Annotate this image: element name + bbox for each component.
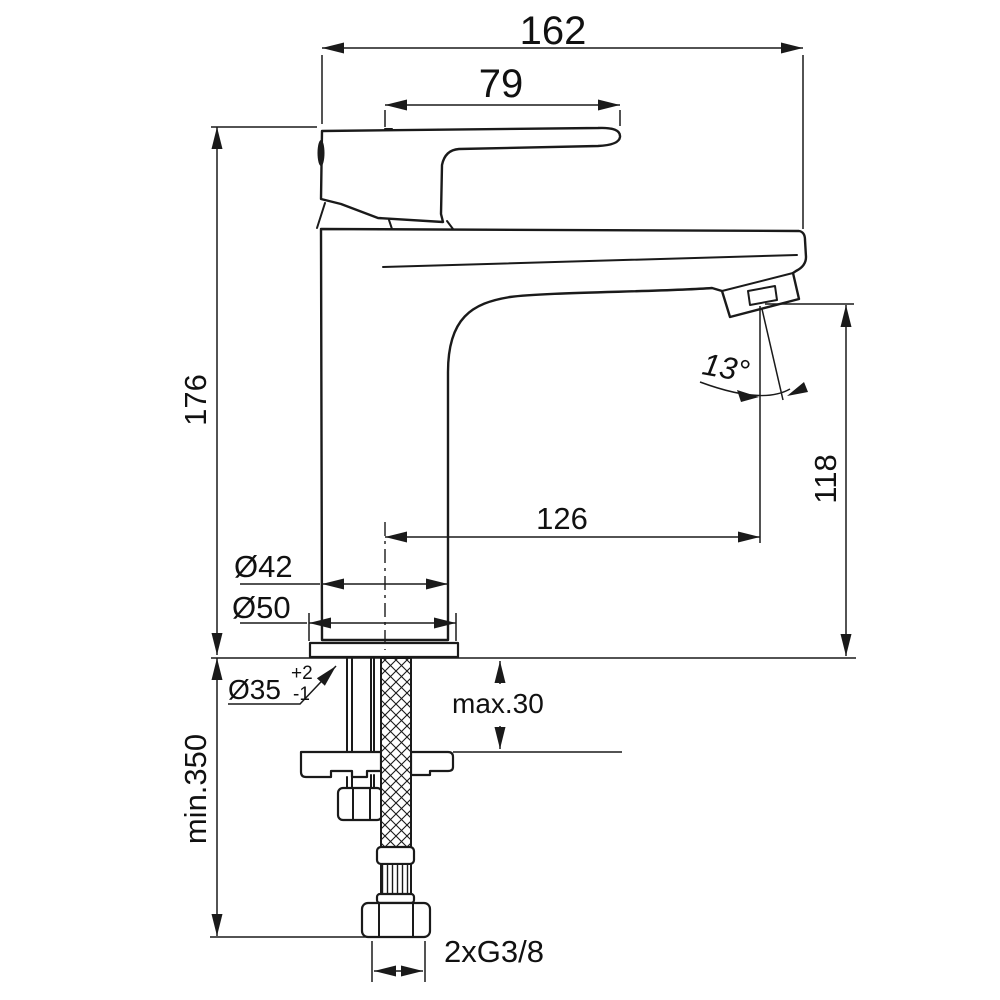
dim-label-spout-reach: 126 (536, 501, 588, 536)
dimension-labels-group: 162 79 176 min.350 118 126 13° Ø42 Ø50 Ø… (178, 9, 843, 969)
handle-base-stub-left (316, 202, 326, 229)
hose-ribbed-section (380, 863, 412, 895)
handle-base-stub-right (446, 220, 454, 230)
supply-hose-braid (380, 657, 412, 848)
mounting-clamp-right (409, 750, 455, 777)
dim-label-total-height: 176 (178, 374, 213, 426)
dim-label-hole-diameter: Ø35 (228, 674, 281, 705)
aerator-inner-rect (747, 285, 778, 306)
dim-label-body-diameter: Ø42 (234, 549, 293, 584)
handle-lever-outline (319, 126, 622, 224)
dim-label-outlet-height: 118 (808, 454, 843, 503)
base-plate (308, 641, 460, 659)
under-deck-hardware-group (299, 657, 455, 939)
angle-arc-arrow-left (737, 390, 759, 402)
leader-d35 (228, 665, 337, 705)
handle-front-lens (317, 140, 325, 166)
hose-collar-top (375, 845, 416, 866)
mounting-clamp-left (299, 750, 383, 779)
aerator-top-edge (721, 272, 794, 292)
hose-connector-nut (360, 901, 432, 939)
dim-label-hole-tol-minus: -1 (293, 684, 310, 705)
dim-label-max-deck-thickness: max.30 (452, 688, 544, 719)
hose-connector-nut-facets (378, 903, 414, 937)
dim-label-total-width: 162 (520, 9, 587, 53)
dim-label-connection-thread: 2xG3/8 (444, 934, 544, 969)
extension-lines-group (210, 55, 856, 982)
dim-label-min-hose-length: min.350 (178, 734, 213, 844)
handle-base-stub-center (388, 219, 393, 230)
dim-label-spout-angle: 13° (700, 346, 752, 389)
dim-label-hole-tol-plus: +2 (291, 663, 313, 684)
mounting-nut-facets (352, 788, 371, 820)
mounting-nut (336, 786, 384, 822)
spout-accent-line (382, 254, 798, 268)
dimension-lines-group (211, 42, 852, 977)
mounting-shank-lines (346, 657, 375, 789)
spout-angle-ref-line (761, 308, 784, 401)
dim-label-base-diameter: Ø50 (232, 590, 291, 625)
spout-body-outline (319, 227, 808, 642)
dim-label-handle-length: 79 (479, 62, 524, 106)
angle-arc-arrow-right (787, 382, 808, 396)
hose-collar-bottom (375, 892, 416, 905)
